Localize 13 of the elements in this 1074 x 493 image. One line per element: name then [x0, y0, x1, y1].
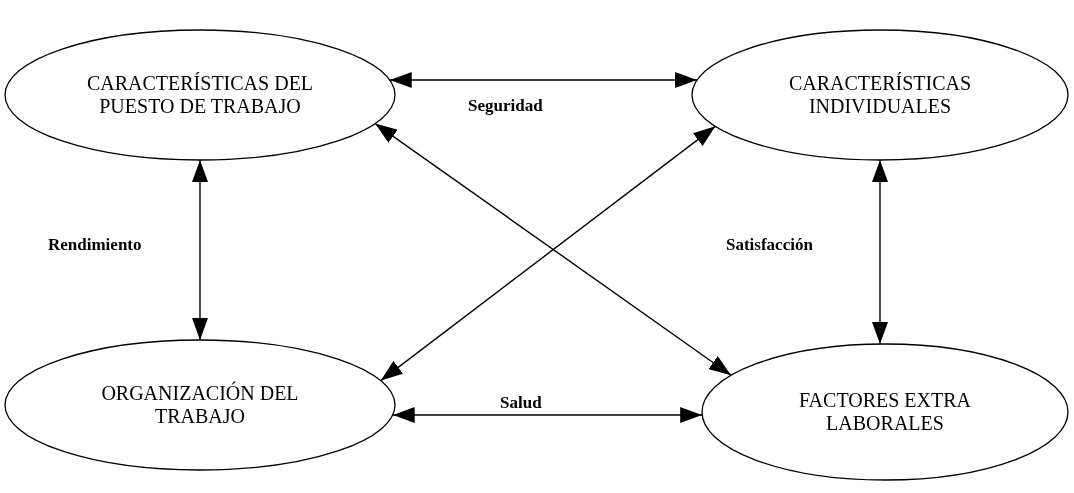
double-arrow — [872, 159, 888, 345]
ellipse-node — [4, 339, 396, 471]
double-arrow — [389, 72, 698, 88]
ellipse-node — [691, 29, 1069, 161]
edge-label: Seguridad — [466, 96, 545, 116]
node-text: ORGANIZACIÓN DEL TRABAJO — [100, 382, 300, 428]
node-text: FACTORES EXTRA LABORALES — [797, 389, 973, 435]
node-text: CARACTERÍSTICAS DEL PUESTO DE TRABAJO — [85, 72, 315, 118]
double-arrow — [192, 159, 208, 341]
ellipse-node — [701, 343, 1069, 481]
ellipse-node — [4, 29, 396, 161]
node-text: CARACTERÍSTICAS INDIVIDUALES — [787, 72, 973, 118]
double-arrow — [392, 407, 703, 423]
